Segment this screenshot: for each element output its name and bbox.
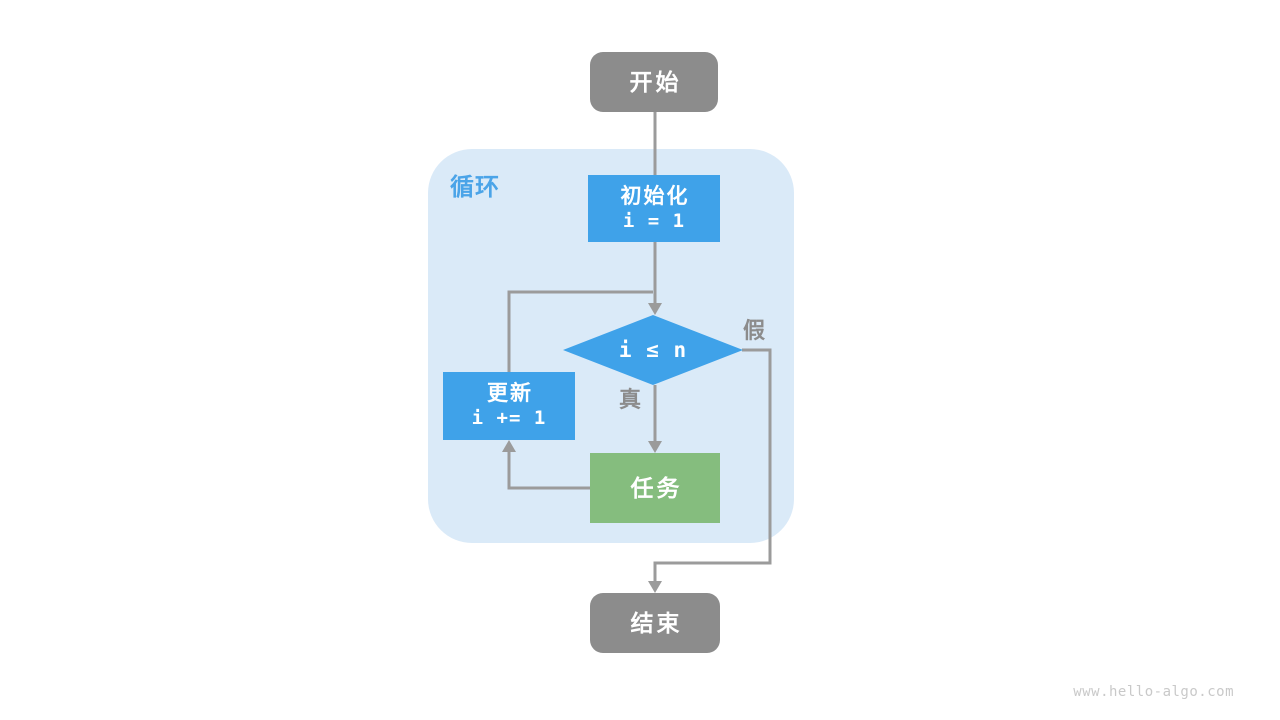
- watermark-text: www.hello-algo.com: [1073, 684, 1234, 700]
- task-node-label: 任务: [630, 474, 683, 501]
- init-node: 初始化 i = 1: [588, 175, 720, 242]
- update-node: 更新 i += 1: [443, 372, 575, 440]
- edge-condition-to-end: [653, 348, 772, 582]
- edge-task-to-update: [507, 451, 591, 490]
- arrowhead-into-end: [648, 581, 662, 593]
- loop-label: 循环: [450, 174, 500, 201]
- init-node-label: 初始化: [620, 184, 690, 208]
- edge-update-to-join: [507, 290, 653, 372]
- task-node: 任务: [590, 453, 720, 523]
- start-node-label: 开始: [629, 68, 682, 95]
- end-node-label: 结束: [630, 609, 683, 636]
- false-branch-label: 假: [743, 318, 766, 343]
- end-node: 结束: [590, 593, 720, 653]
- arrowhead-into-update: [502, 440, 516, 452]
- update-node-code: i += 1: [471, 407, 547, 430]
- update-node-label: 更新: [487, 382, 533, 405]
- init-node-code: i = 1: [622, 209, 686, 232]
- true-branch-label: 真: [619, 387, 642, 412]
- arrowhead-into-condition: [648, 303, 662, 315]
- start-node: 开始: [590, 52, 718, 112]
- arrowhead-into-task: [648, 441, 662, 453]
- condition-node-code: i ≤ n: [618, 337, 688, 362]
